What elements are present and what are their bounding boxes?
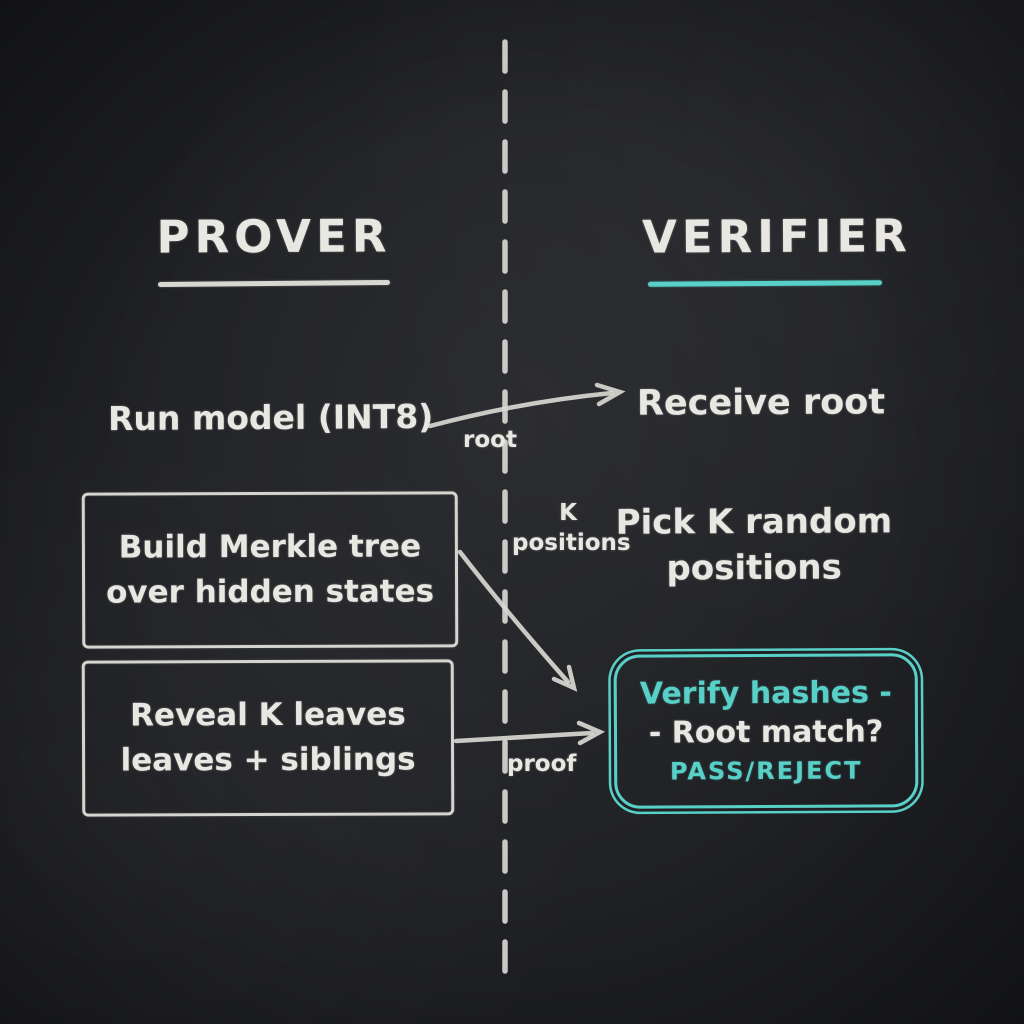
verify-box-pass-reject: PASS/REJECT <box>669 756 863 786</box>
verify-box: Verify hashes - - Root match? PASS/REJEC… <box>613 653 919 809</box>
reveal-box-line-2: leaves + siblings <box>120 741 416 779</box>
k-positions-label: K positions <box>512 499 631 559</box>
receive-root-step: Receive root <box>636 382 886 424</box>
merkle-tree-box: Build Merkle tree over hidden states <box>81 491 459 649</box>
k-positions-label-line-1: K <box>559 500 577 526</box>
run-model-step: Run model (INT8) <box>107 396 434 439</box>
k-positions-label-line-2: positions <box>512 529 631 556</box>
root-arrow-label: root <box>463 427 517 453</box>
verify-box-line-1: Verify hashes - <box>639 675 892 713</box>
proof-arrow <box>453 730 595 744</box>
prover-title: PROVER <box>156 209 392 264</box>
merkle-box-line-1: Build Merkle tree <box>118 528 422 566</box>
reveal-box-line-1: Reveal K leaves <box>130 696 406 734</box>
positions-arrow <box>457 549 571 685</box>
verify-box-line-2: - Root match? <box>648 714 884 752</box>
pick-k-line-2: positions <box>666 547 842 589</box>
positions-arrowhead <box>551 664 578 692</box>
verifier-title: VERIFIER <box>641 209 912 264</box>
root-arrow <box>427 390 615 429</box>
merkle-box-line-2: over hidden states <box>105 573 435 611</box>
proof-arrow-label: proof <box>507 751 577 777</box>
pick-k-line-1: Pick K random <box>615 501 893 543</box>
pick-k-step: Pick K random positions <box>612 499 896 592</box>
reveal-leaves-box: Reveal K leaves leaves + siblings <box>81 659 455 817</box>
proof-arrowhead <box>576 720 606 746</box>
root-arrowhead <box>594 382 626 407</box>
